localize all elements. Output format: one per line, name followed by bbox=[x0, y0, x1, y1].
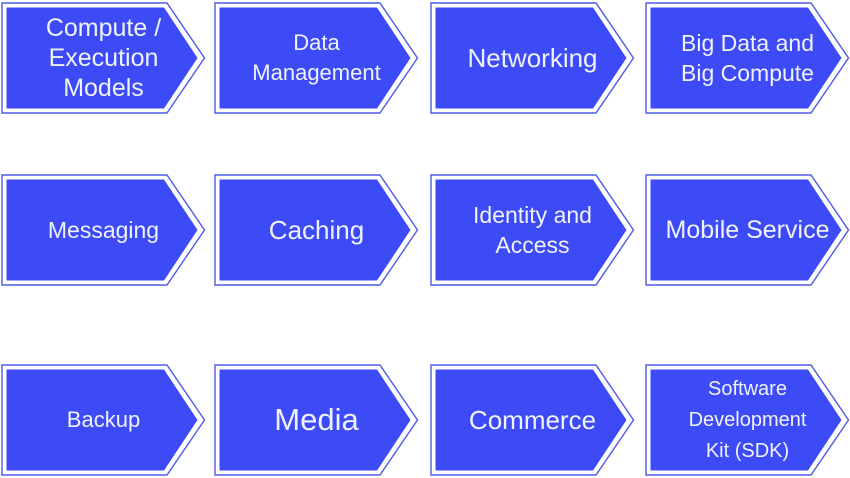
arrow-shape bbox=[430, 364, 635, 476]
arrow-label: Compute / Execution Models bbox=[45, 14, 162, 102]
arrow-label: Commerce bbox=[468, 405, 597, 435]
arrow-data-management: Data Management bbox=[214, 2, 419, 114]
arrow-label: Media bbox=[274, 402, 359, 437]
arrow-label: Networking bbox=[467, 43, 598, 73]
arrow-label: Mobile Service bbox=[665, 216, 830, 244]
arrow-shape bbox=[430, 2, 635, 114]
arrow-label: Messaging bbox=[47, 217, 160, 243]
arrow-shape bbox=[1, 364, 206, 476]
arrow-shape bbox=[1, 2, 206, 114]
arrow-identity-and-access: Identity and Access bbox=[430, 174, 635, 286]
arrow-shape bbox=[214, 364, 419, 476]
arrow-compute-execution-models: Compute / Execution Models bbox=[1, 2, 206, 114]
arrow-label: Software Development Kit (SDK) bbox=[688, 377, 807, 462]
arrow-label: Big Data and Big Compute bbox=[681, 30, 814, 86]
arrow-shape bbox=[214, 2, 419, 114]
arrow-shape bbox=[214, 174, 419, 286]
arrow-caching: Caching bbox=[214, 174, 419, 286]
arrow-big-data-and-big-compute: Big Data and Big Compute bbox=[645, 2, 850, 114]
arrow-mobile-service: Mobile Service bbox=[645, 174, 850, 286]
arrow-commerce: Commerce bbox=[430, 364, 635, 476]
arrow-label: Caching bbox=[268, 215, 365, 245]
arrow-shape bbox=[430, 174, 635, 286]
arrow-media: Media bbox=[214, 364, 419, 476]
arrow-shape bbox=[645, 364, 850, 476]
arrow-shape bbox=[645, 2, 850, 114]
arrow-label: Backup bbox=[66, 407, 141, 432]
arrow-messaging: Messaging bbox=[1, 174, 206, 286]
arrow-label: Identity and Access bbox=[473, 202, 592, 258]
arrow-shape bbox=[645, 174, 850, 286]
arrow-label: Data Management bbox=[252, 30, 381, 85]
arrow-backup: Backup bbox=[1, 364, 206, 476]
arrow-networking: Networking bbox=[430, 2, 635, 114]
arrow-shape bbox=[1, 174, 206, 286]
arrow-software-development-kit: Software Development Kit (SDK) bbox=[645, 364, 850, 476]
